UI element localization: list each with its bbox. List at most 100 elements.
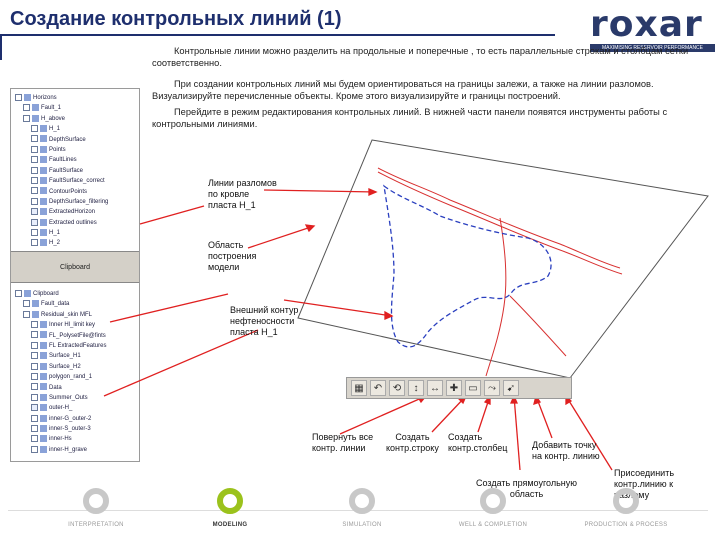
visibility-checkbox[interactable] [15,289,22,297]
visibility-checkbox[interactable] [31,445,38,453]
visibility-checkbox[interactable] [31,383,38,391]
rotate-icon[interactable]: ⟲ [389,380,405,396]
title-side-bar [0,36,2,60]
tree-item[interactable]: inner-S_outer-3 [15,424,106,434]
tree-item[interactable]: Points [15,145,139,155]
visibility-checkbox[interactable] [31,229,38,236]
tree-item[interactable]: DepthSurface [15,135,139,145]
visibility-checkbox[interactable] [31,435,38,443]
visibility-checkbox[interactable] [31,125,38,133]
visibility-checkbox[interactable] [31,187,38,195]
visibility-checkbox[interactable] [23,300,30,308]
stage-icon [480,488,506,514]
column-icon[interactable]: ↔ [427,380,443,396]
logo-wordmark: roxar [590,4,703,45]
tree-item[interactable]: inner-Hs [15,434,106,444]
visibility-checkbox[interactable] [31,321,38,329]
logo-tagline: MAXIMISING RESERVOIR PERFORMANCE [590,44,715,52]
object-icon [40,383,47,391]
visibility-checkbox[interactable] [31,393,38,401]
tree-item[interactable]: H_1 [15,228,139,238]
visibility-checkbox[interactable] [31,373,38,381]
visibility-checkbox[interactable] [15,93,22,101]
stage-interpretation: INTERPRETATION [46,488,146,528]
visibility-checkbox[interactable] [31,177,38,185]
visibility-checkbox[interactable] [31,341,38,349]
tree-item-label: FaultSurface_correct [49,178,105,185]
undo-icon[interactable]: ↶ [370,380,386,396]
visibility-checkbox[interactable] [23,114,30,122]
attach-icon[interactable]: ⤳ [484,380,500,396]
visibility-checkbox[interactable] [31,135,38,143]
tree-item[interactable]: Clipboard [15,289,106,299]
tree-item[interactable]: inner-H_grave [15,445,106,455]
page-title: Создание контрольных линий (1) [10,8,342,30]
tree-item[interactable]: Extracted outlines [15,218,139,228]
tree-item[interactable]: Horizons [15,93,139,103]
object-icon [32,104,39,112]
tree-item[interactable]: Inner Hl_limit key [15,320,106,330]
tree-item[interactable]: FaultLines [15,155,139,165]
stage-well-completion: WELL & COMPLETION [443,488,543,528]
add-point-icon[interactable]: ✚ [446,380,462,396]
tree-item[interactable]: FL_PolysetFile@fints [15,331,106,341]
rectangle-icon[interactable]: ▭ [465,380,481,396]
tree-item[interactable]: Data [15,383,106,393]
tree-item-label: Surface_H1 [49,353,81,360]
object-icon [40,341,47,349]
row-icon[interactable]: ↕ [408,380,424,396]
tree-item[interactable]: H_1 [15,124,139,134]
tree-item[interactable]: inner-G_outer-2 [15,414,106,424]
tree-item[interactable]: Summer_Outs [15,393,106,403]
tree-item-label: FaultLines [49,157,77,164]
visibility-checkbox[interactable] [31,352,38,360]
visibility-checkbox[interactable] [31,414,38,422]
tree-item[interactable]: outer-H_ [15,403,106,413]
tree-item[interactable]: ExtractedHorizon [15,207,139,217]
visibility-checkbox[interactable] [31,239,38,247]
tree-item[interactable]: FaultSurface [15,166,139,176]
stage-production-process: PRODUCTION & PROCESS [576,488,676,528]
tree-item-label: Extracted outlines [49,219,97,226]
tree-item-label: Points [49,146,66,153]
tree-item[interactable]: Fault_1 [15,103,139,113]
tree-item[interactable]: H_above [15,114,139,124]
object-icon [40,218,47,226]
tree-item-label: inner-G_outer-2 [49,415,92,422]
visibility-checkbox[interactable] [31,331,38,339]
tree-item[interactable]: polygon_rand_1 [15,372,106,382]
visibility-checkbox[interactable] [31,197,38,205]
visibility-checkbox[interactable] [31,425,38,432]
object-icon [40,352,47,360]
visibility-checkbox[interactable] [31,362,38,370]
tree-item-label: Clipboard [33,291,59,297]
clipboard-bar[interactable]: Clipboard [11,251,139,283]
visibility-checkbox[interactable] [31,145,38,153]
tree-item[interactable]: Residual_skin MFL [15,310,106,320]
select-icon[interactable]: ➹ [503,380,519,396]
tree-item[interactable]: DepthSurface_filtering [15,197,139,207]
visibility-checkbox[interactable] [31,156,38,164]
visibility-checkbox[interactable] [23,104,30,112]
outer-contour-line [383,184,552,348]
tree-item[interactable]: Surface_H2 [15,362,106,372]
visibility-checkbox[interactable] [31,404,38,412]
tree-item[interactable]: H_2 [15,238,139,248]
visibility-checkbox[interactable] [31,166,38,174]
tree-item[interactable]: Fault_data [15,299,106,309]
visibility-checkbox[interactable] [31,218,38,226]
tree-item-label: DepthSurface [49,136,86,143]
grid-icon[interactable]: ▦ [351,380,367,396]
object-icon [40,321,47,329]
tree-item[interactable]: FL ExtractedFeatures [15,341,106,351]
visibility-checkbox[interactable] [23,310,30,318]
tree-item[interactable]: Surface_H1 [15,351,106,361]
tree-item[interactable]: ContourPoints [15,187,139,197]
visibility-checkbox[interactable] [31,208,38,216]
tree-item[interactable]: FaultSurface_correct [15,176,139,186]
